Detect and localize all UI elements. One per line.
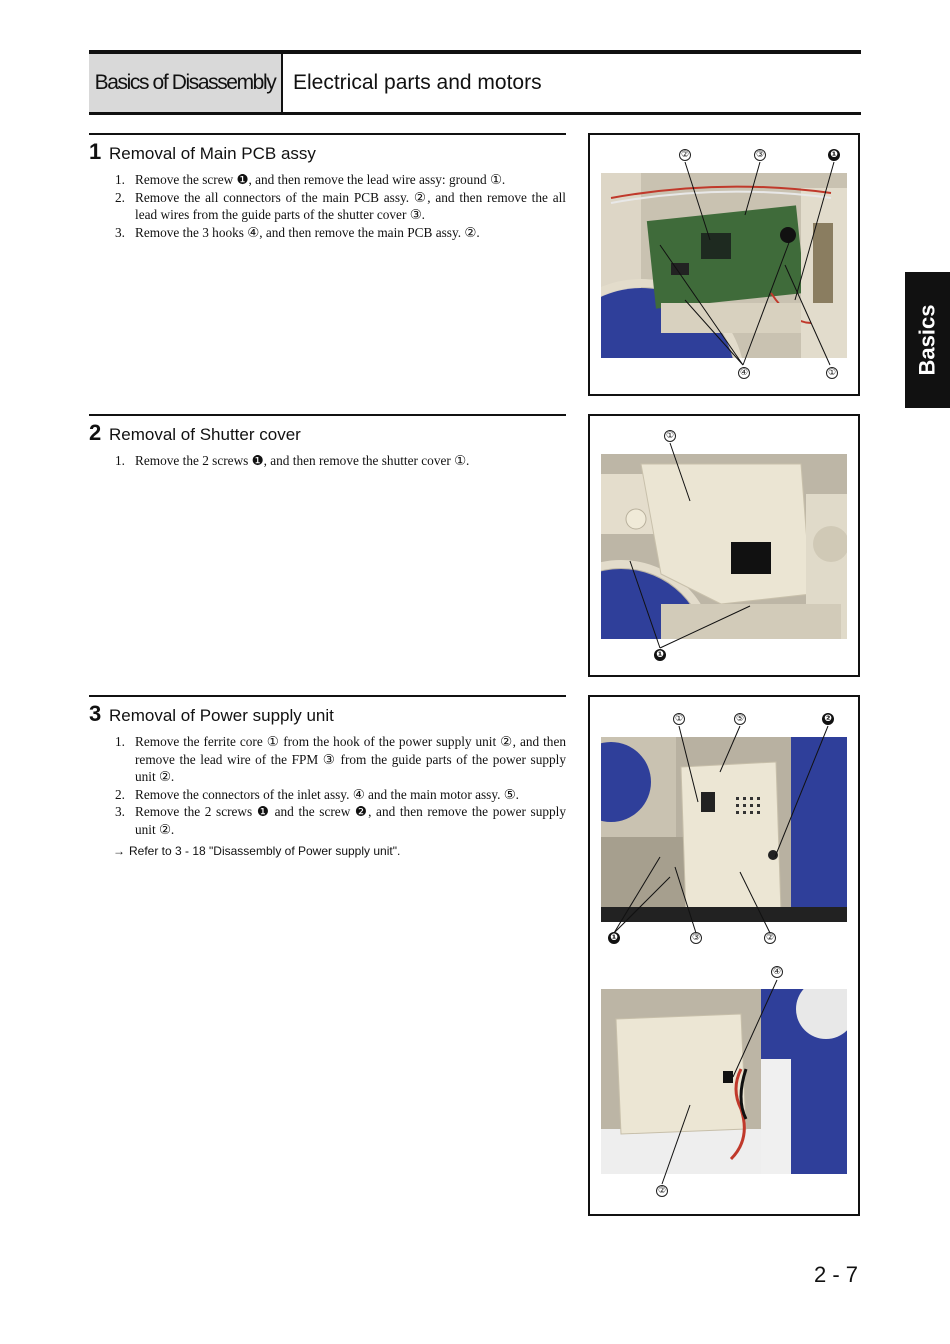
callout-screw-2: ❷	[822, 713, 834, 725]
photo-illustration	[601, 737, 847, 922]
callout-5: ⑤	[734, 713, 746, 725]
step-number: 1.	[115, 734, 125, 749]
header-section-label: Basics of Disassembly	[94, 71, 277, 94]
callout-2: ②	[764, 932, 776, 944]
callout-3: ③	[754, 149, 766, 161]
figure-power-supply: ① ⑤ ❷ ❶ ③ ② ④ ②	[588, 695, 860, 1216]
step-text: Remove the all connectors of the main PC…	[135, 189, 566, 223]
section-divider	[89, 695, 566, 697]
section-divider	[89, 133, 566, 135]
section-heading: 1 Removal of Main PCB assy	[89, 139, 566, 165]
photo-power-supply-top	[601, 737, 847, 922]
leader-lines	[613, 725, 829, 1185]
step-list: 1. Remove the ferrite core ① from the hoo…	[89, 733, 566, 838]
section-power-supply: 3 Removal of Power supply unit 1. Remove …	[89, 695, 566, 858]
section-heading: 3 Removal of Power supply unit	[89, 701, 566, 727]
step-item: 2. Remove the connectors of the inlet ass…	[89, 786, 566, 804]
step-text: Remove the 3 hooks ④, and then remove th…	[135, 224, 480, 240]
step-number: 3.	[115, 224, 125, 240]
photo-illustration	[601, 989, 847, 1174]
section-number: 2	[89, 420, 102, 445]
callout-1: ①	[664, 430, 676, 442]
callout-2: ②	[656, 1185, 668, 1197]
callout-screw-1: ❶	[828, 149, 840, 161]
step-item: 3. Remove the 3 hooks ④, and then remove …	[89, 224, 566, 242]
step-list: 1. Remove the screw ❶, and then remove th…	[89, 171, 566, 241]
step-item: 1. Remove the screw ❶, and then remove th…	[89, 171, 566, 189]
figure-main-pcb: ② ③ ❶ ④ ①	[588, 133, 860, 396]
step-number: 1.	[115, 172, 125, 187]
photo-power-supply-side	[601, 989, 847, 1174]
leader-lines	[629, 442, 751, 649]
figure-shutter-cover: ① ❶	[588, 414, 860, 677]
photo-main-pcb	[601, 173, 847, 358]
section-title: Removal of Main PCB assy	[109, 144, 316, 163]
leader-lines	[659, 161, 835, 366]
page-header: Basics of Disassembly Electrical parts a…	[89, 50, 861, 115]
section-number: 1	[89, 139, 102, 164]
callout-4: ④	[771, 966, 783, 978]
section-title: Removal of Shutter cover	[109, 425, 301, 444]
section-title: Removal of Power supply unit	[109, 706, 334, 725]
side-chapter-tab: Basics	[905, 272, 950, 408]
section-heading: 2 Removal of Shutter cover	[89, 420, 566, 446]
callout-screw-1: ❶	[608, 932, 620, 944]
step-number: 1.	[115, 453, 125, 468]
photo-illustration	[601, 173, 847, 358]
callout-1: ①	[673, 713, 685, 725]
step-text: Remove the 2 screws ❶, and then remove t…	[135, 453, 470, 468]
step-number: 2.	[115, 786, 125, 802]
section-main-pcb: 1 Removal of Main PCB assy 1. Remove the …	[89, 133, 566, 241]
step-list: 1. Remove the 2 screws ❶, and then remove…	[89, 452, 566, 470]
section-number: 3	[89, 701, 102, 726]
header-section-tab: Basics of Disassembly	[89, 54, 283, 112]
step-item: 2. Remove the all connectors of the main …	[89, 189, 566, 224]
section-shutter-cover: 2 Removal of Shutter cover 1. Remove the …	[89, 414, 566, 470]
callout-2: ②	[679, 149, 691, 161]
step-item: 1. Remove the ferrite core ① from the hoo…	[89, 733, 566, 786]
callout-3: ③	[690, 932, 702, 944]
reference-text: Refer to 3 - 18 "Disassembly of Power su…	[129, 844, 401, 858]
header-title: Electrical parts and motors	[293, 71, 542, 94]
step-text: Remove the screw ❶, and then remove the …	[135, 172, 506, 187]
arrow-right-icon: →	[113, 844, 125, 858]
callout-1: ①	[826, 367, 838, 379]
side-chapter-label: Basics	[914, 304, 940, 376]
step-text: Remove the 2 screws ❶ and the screw ❷, a…	[135, 804, 566, 837]
section-divider	[89, 414, 566, 416]
step-text: Remove the connectors of the inlet assy.…	[135, 786, 519, 802]
callout-screw-1: ❶	[654, 649, 666, 661]
callout-4: ④	[738, 367, 750, 379]
step-number: 3.	[115, 804, 125, 819]
page-number: 2 - 7	[814, 1262, 859, 1287]
step-text: Remove the ferrite core ① from the hook …	[135, 734, 566, 784]
step-item: 3. Remove the 2 screws ❶ and the screw ❷,…	[89, 803, 566, 838]
photo-illustration	[601, 454, 847, 639]
photo-shutter-cover	[601, 454, 847, 639]
step-number: 2.	[115, 189, 125, 205]
step-item: 1. Remove the 2 screws ❶, and then remove…	[89, 452, 566, 470]
cross-reference: → Refer to 3 - 18 "Disassembly of Power s…	[89, 844, 566, 858]
